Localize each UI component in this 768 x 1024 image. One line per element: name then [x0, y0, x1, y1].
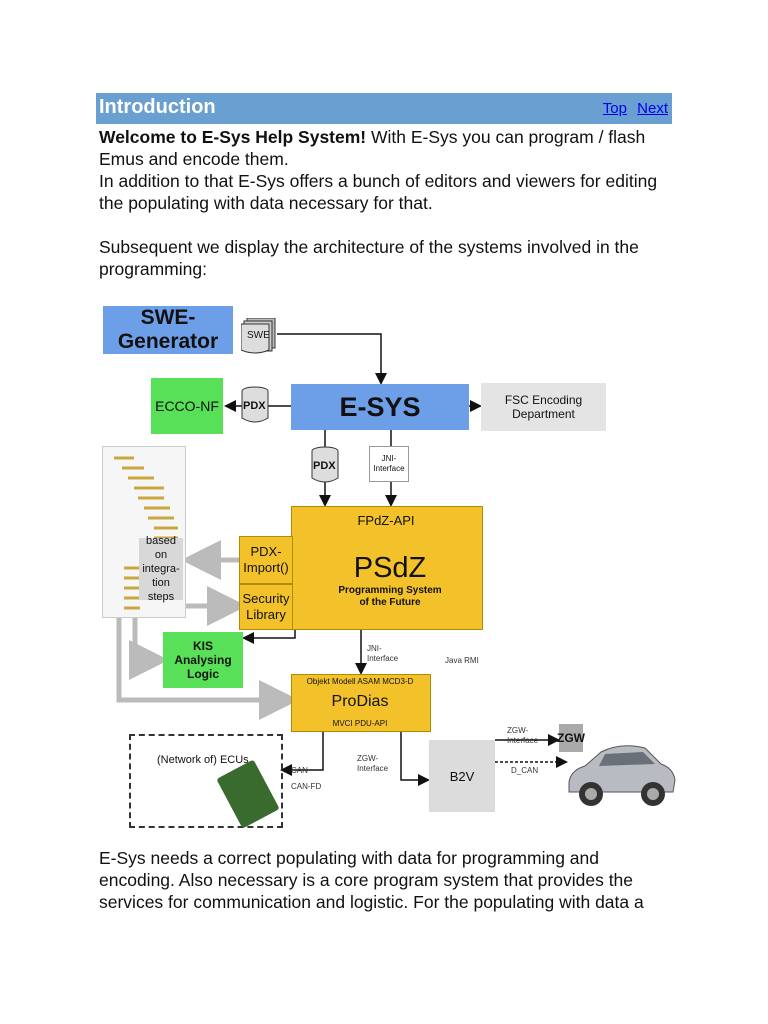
- intro-text-1: With E-Sys you can program / flash Emus …: [99, 127, 646, 169]
- java-rmi-label: Java RMI: [445, 656, 479, 665]
- jni-interface-box: JNI-Interface: [369, 446, 409, 482]
- ecco-nf-box: ECCO-NF: [151, 378, 223, 434]
- can-label: CAN: [291, 766, 308, 775]
- jni-interface-label-2: JNI-Interface: [367, 644, 399, 663]
- swe-generator-box: SWE-Generator: [103, 306, 233, 354]
- security-library-box: Security Library: [239, 584, 293, 630]
- psdz-subtitle: Programming System of the Future: [338, 585, 442, 608]
- pdx-database-icon: PDX: [241, 386, 269, 424]
- psdz-label: PSdZ: [353, 551, 427, 584]
- fsc-encoding-box: FSC Encoding Department: [481, 383, 606, 431]
- car-image: [565, 736, 677, 812]
- intro-paragraph-4: E-Sys needs a correct populating with da…: [99, 848, 644, 912]
- kis-analysing-box: KIS Analysing Logic: [163, 632, 243, 688]
- ecu-network-box: (Network of) ECUs: [129, 734, 283, 829]
- pdx-database-icon-2: PDX: [311, 446, 339, 484]
- pdx-import-box: PDX-Import(): [239, 536, 293, 584]
- intro-paragraph-1: Welcome to E-Sys Help System! With E-Sys…: [99, 126, 679, 170]
- pdx-label-2: PDX: [313, 460, 336, 472]
- welcome-heading: Welcome to E-Sys Help System!: [99, 127, 367, 147]
- swe-label: SWE: [247, 330, 270, 341]
- ecus-label: (Network of) ECUs: [157, 754, 249, 766]
- next-link[interactable]: Next: [637, 100, 668, 117]
- mvci-label: MVCI PDU-API: [332, 718, 388, 728]
- prodias-box: [291, 674, 431, 732]
- pdx-label: PDX: [243, 400, 266, 412]
- intro-paragraph-3: Subsequent we display the architecture o…: [99, 237, 639, 279]
- based-on-integration-label: based on integra-tion steps: [139, 535, 183, 603]
- page-title: Introduction: [99, 96, 216, 118]
- top-link[interactable]: Top: [602, 100, 627, 117]
- object-model-label: Objekt Modell ASAM MCD3-D: [306, 676, 414, 686]
- d-can-label: D_CAN: [511, 766, 539, 775]
- b2v-box: B2V: [429, 740, 495, 812]
- esys-box: E-SYS: [291, 384, 469, 430]
- integration-tree-screenshot: [102, 446, 186, 618]
- fpdz-api-label: FPdZ-API: [357, 512, 415, 528]
- prodias-label: ProDias: [331, 693, 389, 710]
- zgw-box: ZGW: [557, 724, 585, 752]
- swe-document-icon: SWE: [241, 318, 277, 356]
- can-fd-label: CAN-FD: [291, 782, 322, 791]
- ecu-board-image: [216, 759, 280, 829]
- diagram-connectors: [116, 333, 568, 786]
- section-header: Introduction Top Next: [96, 93, 672, 124]
- zgw-interface-label: ZGW-Interface: [357, 754, 389, 773]
- intro-paragraph-2: In addition to that E-Sys offers a bunch…: [99, 171, 658, 213]
- header-links: Top Next: [597, 100, 668, 117]
- architecture-diagram: SWE-Generator SWE ECCO-NF PDX E-SYS FSC …: [95, 300, 685, 830]
- zgw-interface-label-2: ZGW-Interface: [507, 726, 539, 745]
